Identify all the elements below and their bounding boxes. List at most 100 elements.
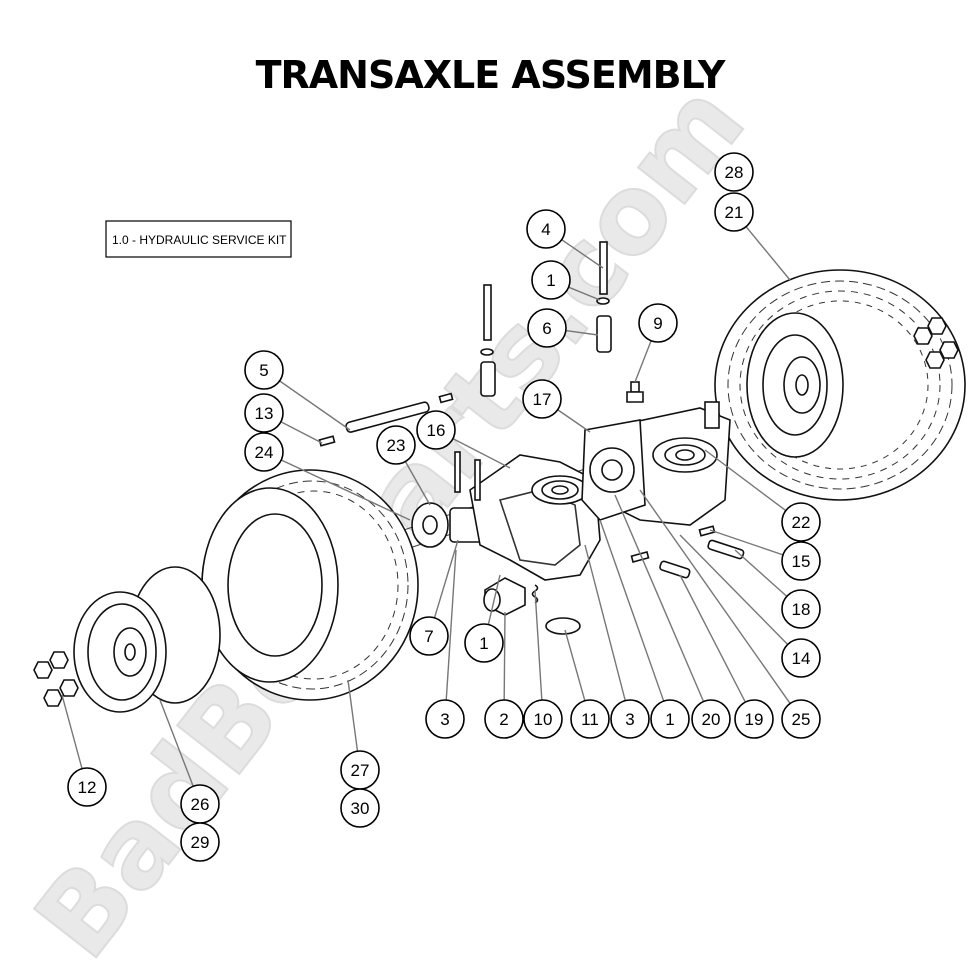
callout-part-10: 10: [523, 699, 563, 739]
callout-part-1: 1: [531, 260, 571, 300]
callout-circle: [425, 699, 465, 739]
callout-part-12: 12: [67, 767, 107, 807]
callout-circle: [781, 699, 821, 739]
leader-line: [568, 286, 601, 301]
bolt-part-15: [698, 525, 716, 537]
callout-circle: [610, 699, 650, 739]
callout-number: 27: [351, 761, 370, 780]
callout-number: 14: [792, 649, 811, 668]
leader-line: [564, 629, 586, 701]
callout-part-24: 24: [244, 432, 284, 472]
leader-line: [634, 340, 652, 383]
callout-circle: [781, 589, 821, 629]
leader-line: [679, 534, 789, 645]
callout-number: 22: [792, 513, 811, 532]
callout-circle: [409, 616, 449, 656]
callout-circle: [638, 303, 678, 343]
leader-line: [584, 544, 626, 701]
callout-number: 17: [533, 390, 552, 409]
leader-line: [709, 529, 784, 556]
callout-part-11: 11: [570, 699, 610, 739]
bolt-part-center: [480, 284, 496, 397]
callout-number: 7: [424, 627, 433, 646]
callout-circle: [781, 541, 821, 581]
callout-number: 28: [725, 163, 744, 182]
filter-part-2: [483, 577, 526, 616]
callout-number: 6: [542, 319, 551, 338]
callout-part-27: 27: [340, 750, 380, 790]
callout-circle: [570, 699, 610, 739]
callout-part-17: 17: [522, 379, 562, 419]
leader-line: [599, 519, 665, 702]
leader-line: [534, 589, 543, 701]
spring-part-10: [531, 584, 539, 604]
callout-number: 16: [427, 421, 446, 440]
callout-number: 3: [625, 710, 634, 729]
leader-line: [734, 549, 788, 597]
callout-part-7: 7: [409, 616, 449, 656]
callout-circle: [523, 699, 563, 739]
callout-number: 15: [792, 552, 811, 571]
callout-part-2: 2: [484, 699, 524, 739]
callout-part-23: 23: [376, 425, 416, 465]
parts-illustration: [33, 241, 966, 713]
callout-circle: [714, 152, 754, 192]
callout-part-21: 21: [714, 192, 754, 232]
callout-circle: [714, 192, 754, 232]
callout-part-28: 28: [714, 152, 754, 192]
callout-number: 4: [541, 220, 550, 239]
callout-part-3: 3: [610, 699, 650, 739]
callout-circle: [527, 308, 567, 348]
callout-number: 9: [653, 314, 662, 333]
callout-circle: [526, 209, 566, 249]
callout-part-1: 1: [650, 699, 690, 739]
leader-line: [280, 459, 411, 521]
callout-circle: [734, 699, 774, 739]
callout-number: 2: [499, 710, 508, 729]
callout-circle: [180, 822, 220, 862]
callout-part-3: 3: [425, 699, 465, 739]
leader-line: [61, 694, 83, 769]
leader-line: [404, 461, 431, 506]
callout-number: 20: [702, 710, 721, 729]
callout-number: 13: [255, 404, 274, 423]
callout-number: 3: [440, 710, 449, 729]
callout-number: 18: [792, 600, 811, 619]
leader-line: [445, 549, 457, 701]
callout-circle: [484, 699, 524, 739]
callout-circle: [464, 623, 504, 663]
callout-part-19: 19: [734, 699, 774, 739]
callout-part-1: 1: [464, 623, 504, 663]
leader-line: [347, 679, 359, 752]
callout-circle: [244, 432, 284, 472]
bolt-part-4: [596, 241, 612, 353]
fitting-part-9: [626, 381, 644, 403]
service-kit-label: 1.0 - HYDRAULIC SERVICE KIT: [112, 233, 287, 247]
bolt-part-vertical: [454, 451, 461, 493]
gasket-part-11: [545, 617, 581, 635]
page-title: TRANSAXLE ASSEMBLY: [256, 53, 726, 97]
callout-circle: [522, 379, 562, 419]
left-lug-nuts: [33, 651, 79, 707]
right-tire: [714, 269, 966, 501]
callout-part-9: 9: [638, 303, 678, 343]
leader-line: [679, 574, 746, 703]
callout-part-13: 13: [244, 393, 284, 433]
callout-number: 30: [351, 799, 370, 818]
bolt-part-13: [318, 435, 336, 447]
callout-circle: [244, 393, 284, 433]
callout-part-26: 26: [180, 784, 220, 824]
bolt-part-pair: [630, 551, 650, 563]
callout-circle: [781, 638, 821, 678]
callout-circle: [691, 699, 731, 739]
callout-part-30: 30: [340, 788, 380, 828]
left-rim: [73, 566, 221, 713]
callout-number: 1: [546, 271, 555, 290]
callout-circle: [781, 502, 821, 542]
callout-number: 25: [792, 710, 811, 729]
callout-number: 29: [191, 833, 210, 852]
callout-number: 19: [745, 710, 764, 729]
bolt-part-vertical-2: [474, 459, 481, 501]
callout-number: 24: [255, 443, 274, 462]
